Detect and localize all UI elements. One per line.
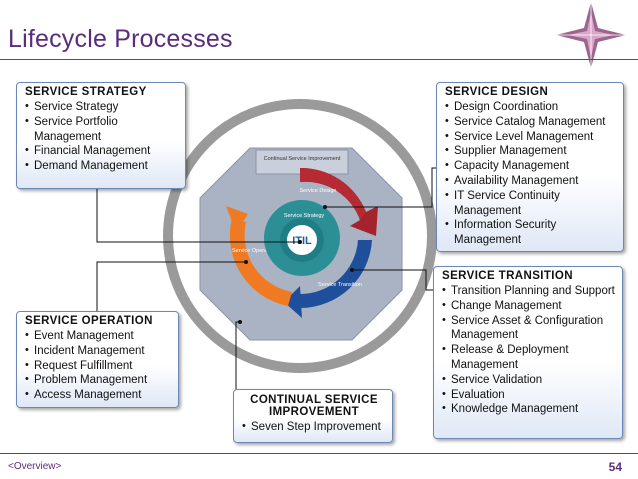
list-item: Incident Management	[25, 343, 172, 359]
page-number: 54	[608, 460, 622, 474]
service-transition-segment	[300, 240, 372, 309]
list-item: Service Portfolio Management	[25, 114, 179, 145]
list-item: Seven Step Improvement	[242, 419, 386, 435]
list-item: Information Security Management	[445, 217, 617, 248]
title-rule	[0, 59, 638, 60]
csi-box: CONTINUAL SERVICE IMPROVEMENT Seven Step…	[233, 389, 393, 443]
list-item: Service Level Management	[445, 129, 617, 145]
list-item: Change Management	[442, 298, 616, 314]
list-item: Event Management	[25, 328, 172, 344]
connector-strategy	[96, 189, 300, 243]
list-item: Knowledge Management	[442, 401, 616, 417]
list-item: Transition Planning and Support	[442, 283, 616, 299]
list-item: Release & Deployment Management	[442, 342, 616, 373]
list-item: Request Fulfillment	[25, 358, 172, 374]
service-design-label: Service Design	[300, 188, 337, 194]
list-item: Supplier Management	[445, 143, 617, 159]
box-heading-line2: IMPROVEMENT	[268, 406, 359, 418]
service-transition-box: SERVICE TRANSITION Transition Planning a…	[433, 266, 623, 439]
box-heading: SERVICE OPERATION	[25, 315, 153, 327]
footer-rule	[0, 453, 638, 454]
list-item: Service Catalog Management	[445, 114, 617, 130]
box-heading-line1: CONTINUAL SERVICE	[250, 394, 378, 406]
list-item: Demand Management	[25, 158, 179, 174]
list-item: Design Coordination	[445, 99, 617, 115]
box-heading: SERVICE STRATEGY	[25, 86, 147, 98]
csi-label: Continual Service Improvement	[264, 156, 341, 162]
list-item: Service Validation	[442, 372, 616, 388]
box-heading: SERVICE DESIGN	[445, 86, 549, 98]
service-strategy-box: SERVICE STRATEGY Service Strategy Servic…	[16, 82, 186, 189]
connector-operation	[96, 261, 246, 311]
list-item: IT Service Continuity Management	[445, 188, 617, 219]
overview-link[interactable]: <Overview>	[8, 461, 62, 472]
list-item: Evaluation	[442, 387, 616, 403]
list-item: Availability Management	[445, 173, 617, 189]
list-item: Service Asset & Configuration Management	[442, 313, 616, 344]
list-item: Access Management	[25, 387, 172, 403]
service-operation-label: Service Operation	[232, 248, 276, 254]
list-item: Problem Management	[25, 372, 172, 388]
itil-hub	[285, 223, 319, 257]
slide-title: Lifecycle Processes	[8, 25, 233, 53]
service-transition-label: Service Transition	[318, 282, 362, 288]
list-item: Financial Management	[25, 143, 179, 159]
service-design-box: SERVICE DESIGN Design Coordination Servi…	[436, 82, 624, 252]
list-item: Service Strategy	[25, 99, 179, 115]
itil-label: ITIL	[292, 235, 312, 247]
service-strategy-label: Service Strategy	[284, 213, 325, 219]
star-logo	[556, 0, 626, 70]
box-heading: SERVICE TRANSITION	[442, 270, 573, 282]
list-item: Capacity Management	[445, 158, 617, 174]
service-operation-box: SERVICE OPERATION Event Management Incid…	[16, 311, 179, 408]
connector-transition	[352, 269, 433, 291]
